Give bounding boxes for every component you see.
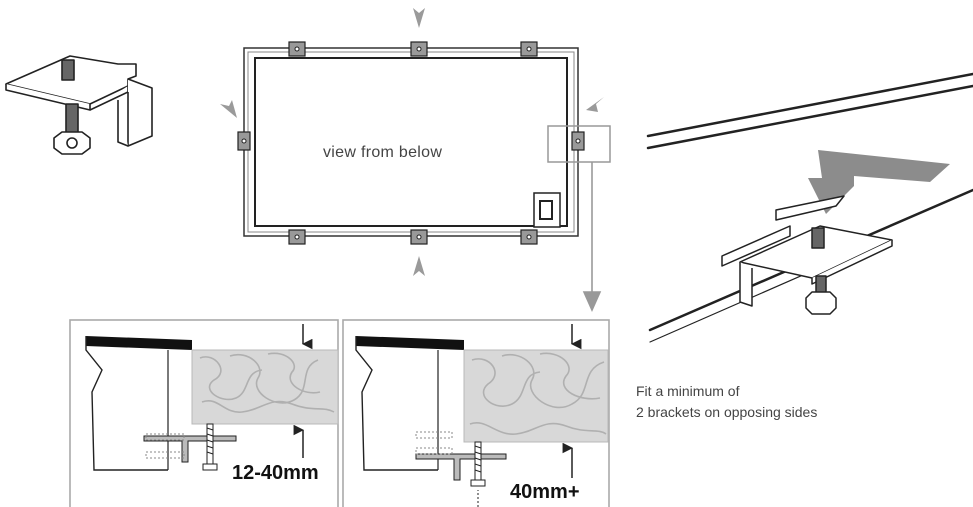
- wood-grain-icon: [463, 349, 609, 443]
- push-arrow-icon: [808, 150, 950, 214]
- panel-brackets: [237, 41, 585, 245]
- view-from-below-label: view from below: [323, 144, 443, 161]
- bracket-icon: [5, 55, 153, 155]
- switch-box: [533, 192, 561, 228]
- screw-icon: [202, 423, 218, 471]
- instruction-line-2: 2 brackets on opposing sides: [636, 404, 818, 420]
- screw-icon: [470, 441, 486, 507]
- arrow-up-icon: [413, 256, 425, 276]
- detail-panel-thin: [69, 319, 339, 507]
- thickness-range-label: 12-40mm: [232, 462, 319, 484]
- detail-connector: [582, 162, 602, 312]
- thickness-min-label: 40mm+: [510, 481, 580, 503]
- bracket-icon: [721, 195, 893, 315]
- wood-grain-icon: [191, 349, 339, 425]
- arrow-down-icon: [413, 8, 425, 28]
- detail-highlight-box: [547, 125, 611, 163]
- pointer-arrows: [220, 8, 604, 276]
- instruction-line-1: Fit a minimum of: [636, 383, 740, 399]
- panel-outline: [243, 47, 579, 237]
- detail-panel-thick: [342, 319, 610, 507]
- arrow-right-icon: [220, 100, 237, 118]
- arrow-left-icon: [586, 97, 604, 112]
